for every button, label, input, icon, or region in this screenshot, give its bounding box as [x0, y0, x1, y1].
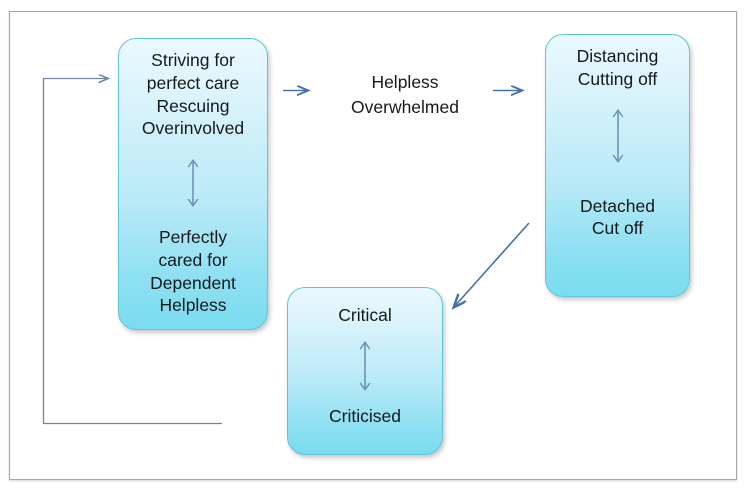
striving-node[interactable]: Striving for perfect care Rescuing Overi…	[118, 38, 268, 330]
critical-node[interactable]: Critical Criticised	[287, 287, 443, 455]
striving-node-top-text: Striving for perfect care Rescuing Overi…	[141, 50, 245, 139]
critical-node-inner-double-arrow	[357, 338, 373, 394]
striving-node-bottom-text: Perfectly cared for Dependent Helpless	[150, 227, 236, 316]
distancing-node[interactable]: Distancing Cutting off Detached Cut off	[545, 34, 690, 297]
helpless-overwhelmed-label: Helpless Overwhelmed	[351, 72, 459, 118]
distancing-node-top-text: Distancing Cutting off	[576, 46, 659, 89]
critical-node-bottom-text: Criticised	[329, 406, 401, 427]
distancing-node-inner-double-arrow	[610, 106, 626, 166]
distancing-node-bottom-text: Detached Cut off	[580, 195, 655, 239]
striving-node-inner-double-arrow	[185, 156, 201, 210]
critical-node-top-text: Critical	[338, 305, 392, 325]
